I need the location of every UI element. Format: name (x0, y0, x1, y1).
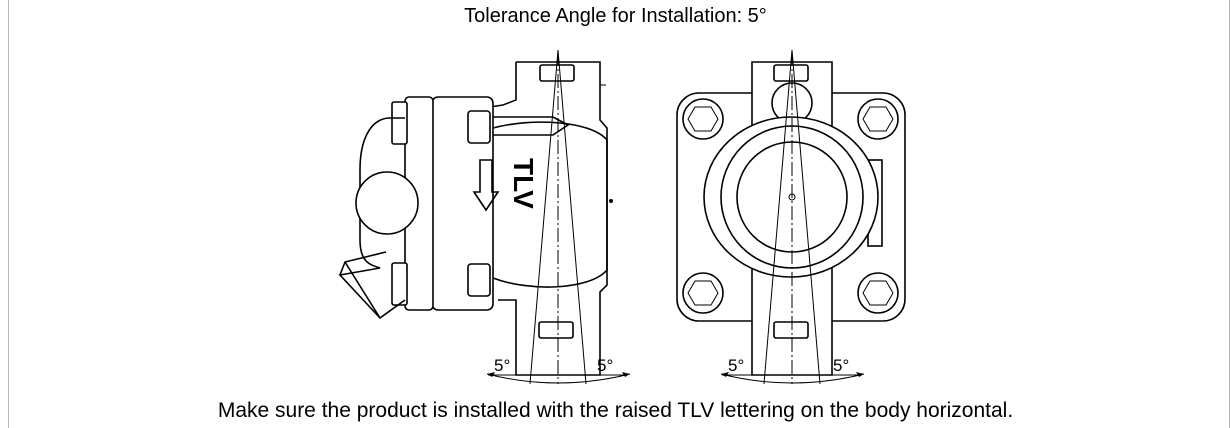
side-tolerance-line-right (557, 49, 587, 385)
front-tolerance-line-left (763, 49, 793, 385)
front-body-outer (703, 116, 879, 278)
side-arc-arrow-right (622, 372, 630, 377)
side-tolerance-line-left (529, 49, 559, 385)
side-body-bulge (492, 121, 608, 288)
front-bolt-bottom-right (857, 272, 899, 314)
front-bottom-port (773, 321, 809, 339)
side-view: TLV 5° 5° (338, 49, 631, 385)
front-view: 5° 5° (676, 49, 906, 385)
side-tlv-lettering: TLV (508, 158, 539, 209)
front-angle-arc (720, 373, 865, 384)
side-cap (338, 117, 406, 320)
side-nut-bottom (467, 263, 491, 297)
side-bolt-top (391, 101, 408, 145)
front-tolerance-line-right (791, 49, 821, 385)
side-angle-label-right: 5° (597, 356, 613, 375)
front-bolt-bottom-left (682, 272, 724, 314)
side-angle-label-left: 5° (494, 356, 510, 375)
front-bolt-top-right (857, 98, 899, 140)
side-center-dot (609, 199, 613, 203)
front-angle-label-left: 5° (728, 356, 744, 375)
figure-caption: Make sure the product is installed with … (217, 399, 1014, 422)
flow-arrow-icon (472, 159, 500, 212)
side-bolt-bottom (391, 262, 408, 306)
figure-title: Tolerance Angle for Installation: 5° (464, 5, 767, 27)
side-pin (490, 116, 570, 136)
side-round-boss (355, 171, 419, 235)
side-nut-top (467, 110, 491, 144)
figure-frame (8, 0, 1230, 428)
side-bottom-port (538, 321, 574, 339)
side-angle-arc (486, 373, 631, 384)
front-angle-label-right: 5° (833, 356, 849, 375)
side-drain-nozzle (339, 251, 387, 319)
front-bolt-top-left (682, 98, 724, 140)
